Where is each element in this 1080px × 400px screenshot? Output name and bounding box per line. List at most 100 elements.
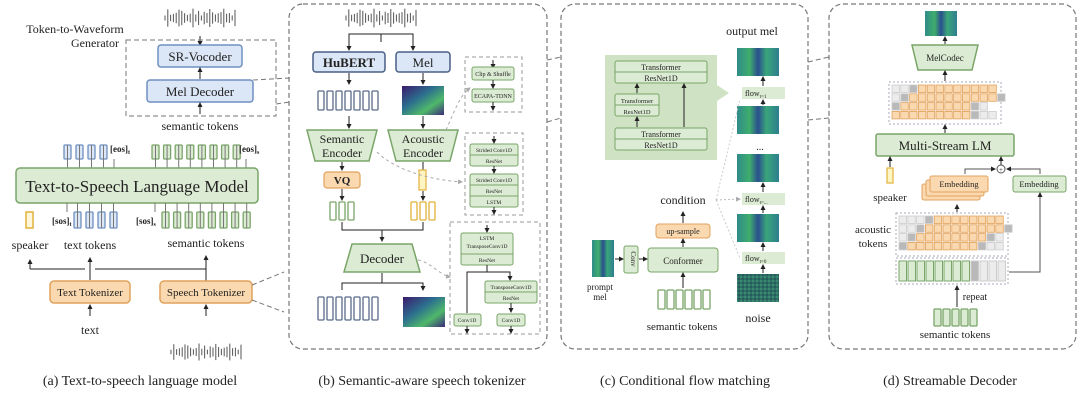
transformer-bot-label: Transformer [641, 130, 681, 139]
acoustic-token-cell [986, 215, 995, 224]
lstm-dec-label: LSTM [480, 236, 495, 242]
eos-s-label: [eos]s [239, 144, 260, 156]
acoustic-token-cell [898, 233, 907, 242]
semantic-tokens-c-label: semantic tokens [647, 321, 718, 333]
acoustic-token-cell [986, 241, 995, 251]
acoustic-token-cell [951, 224, 960, 233]
semantic-encoder-label-2: Encoder [322, 146, 362, 160]
hubert-feature [353, 90, 361, 111]
acoustic-token-cell [977, 233, 987, 242]
repeated-semantic-token [988, 260, 997, 282]
acoustic-token-cell [933, 233, 943, 242]
repeat-label: repeat [963, 292, 988, 303]
acoustic-tokens-label-2: tokens [859, 238, 888, 250]
lstm-enc-label: LSTM [487, 200, 502, 206]
acoustic-token-cell [951, 215, 960, 224]
acoustic-token-cell [909, 111, 918, 120]
output-mel-image [737, 48, 779, 76]
acoustic-token-cell [933, 215, 943, 224]
input-token-grid-frame [895, 212, 1009, 257]
acoustic-token-cell [995, 241, 1004, 251]
reconstructed-mel-image [403, 297, 445, 327]
acoustic-token-cell [926, 102, 936, 111]
panel-b: HuBERT Mel Semantic Encoder Acoustic Enc… [288, 3, 548, 389]
acoustic-token-cell [918, 102, 927, 111]
acoustic-token-cell [909, 102, 918, 111]
acoustic-token-cell [907, 241, 916, 251]
prompt-mel-image [592, 240, 614, 277]
semantic-tokens-d-label: semantic tokens [920, 329, 991, 341]
acoustic-token-cell [925, 241, 934, 251]
transformer-mid-label: Transformer [621, 98, 654, 105]
mel-box [395, 51, 451, 73]
resnet-mid-label: ResNet1D [623, 109, 650, 116]
mel-label: Mel [413, 55, 434, 70]
decoder-label: Decoder [360, 251, 405, 266]
reconstructed-feature [326, 296, 334, 321]
acoustic-token-cell [900, 84, 909, 93]
reconstructed-feature [371, 296, 379, 321]
tts-language-model-box [15, 167, 259, 204]
flow-step-t0 [742, 252, 785, 264]
semantic-token [933, 308, 942, 327]
acoustic-code [410, 201, 418, 221]
acoustic-token-cell [926, 111, 936, 120]
panel-c-border [560, 3, 809, 350]
generator-label-2: Generator [71, 36, 119, 50]
acoustic-token-cell [891, 111, 900, 120]
flow-step-t1 [742, 87, 785, 99]
semantic-encoder-label: Semantic [320, 132, 365, 146]
hubert-feature [317, 90, 325, 111]
panel-d: MelCodec Multi-Stream LM speaker + Embed… [807, 3, 1077, 389]
acoustic-token-cell [909, 93, 918, 102]
conformer-label: Conformer [663, 256, 703, 266]
acoustic-token-cell [918, 93, 927, 102]
acoustic-token-cell [898, 215, 907, 224]
semantic-token [666, 289, 675, 310]
semantic-code [338, 201, 346, 221]
repeated-semantic-token [997, 260, 1006, 282]
sos-t-label: [sos]t [52, 216, 72, 228]
repeated-semantic-token [961, 260, 970, 282]
prompt-mel-label: prompt [587, 282, 613, 292]
acoustic-token-cell [970, 102, 980, 111]
acoustic-token-cell [1004, 224, 1013, 233]
acoustic-token-cell [969, 233, 978, 242]
repeated-semantic-token [934, 260, 943, 282]
speaker-label-d: speaker [873, 192, 907, 204]
reconstructed-feature [335, 296, 343, 321]
acoustic-token-cell [970, 84, 980, 93]
acoustic-token-cell [933, 241, 943, 251]
semantic-tokens-d [933, 308, 978, 327]
acoustic-token-cell [997, 93, 1006, 102]
transformer-top-label: Transformer [641, 63, 681, 72]
hubert-box [312, 51, 386, 73]
text-tokenizer-box [49, 280, 131, 304]
acoustic-token-cell [891, 102, 900, 111]
semantic-code [347, 201, 355, 221]
resnet-2-label: ResNet [486, 189, 503, 195]
semantic-token [942, 308, 951, 327]
acoustic-token-cell [951, 233, 960, 242]
noise-image [737, 274, 779, 302]
mel-spectrogram-image [402, 86, 444, 115]
acoustic-token-cell [953, 84, 962, 93]
repeated-semantic-token [907, 260, 916, 282]
acoustic-token-cell [960, 233, 969, 242]
ellipsis: ... [756, 142, 764, 153]
noise-label: noise [745, 311, 770, 325]
acoustic-code [419, 201, 427, 221]
acoustic-token-cell [907, 215, 916, 224]
acoustic-token-cell [995, 233, 1004, 242]
semantic-token [657, 289, 666, 310]
acoustic-token-cell [935, 93, 944, 102]
acoustic-token-cell [970, 93, 980, 102]
conv1d-a-label: Conv1D [458, 318, 477, 324]
reconstructed-feature [353, 296, 361, 321]
reconstructed-semantic-features [317, 296, 379, 321]
panel-d-border [828, 3, 1077, 350]
acoustic-token-cell [942, 233, 951, 242]
acoustic-token-cell [979, 102, 988, 111]
acoustic-codes [410, 201, 436, 221]
